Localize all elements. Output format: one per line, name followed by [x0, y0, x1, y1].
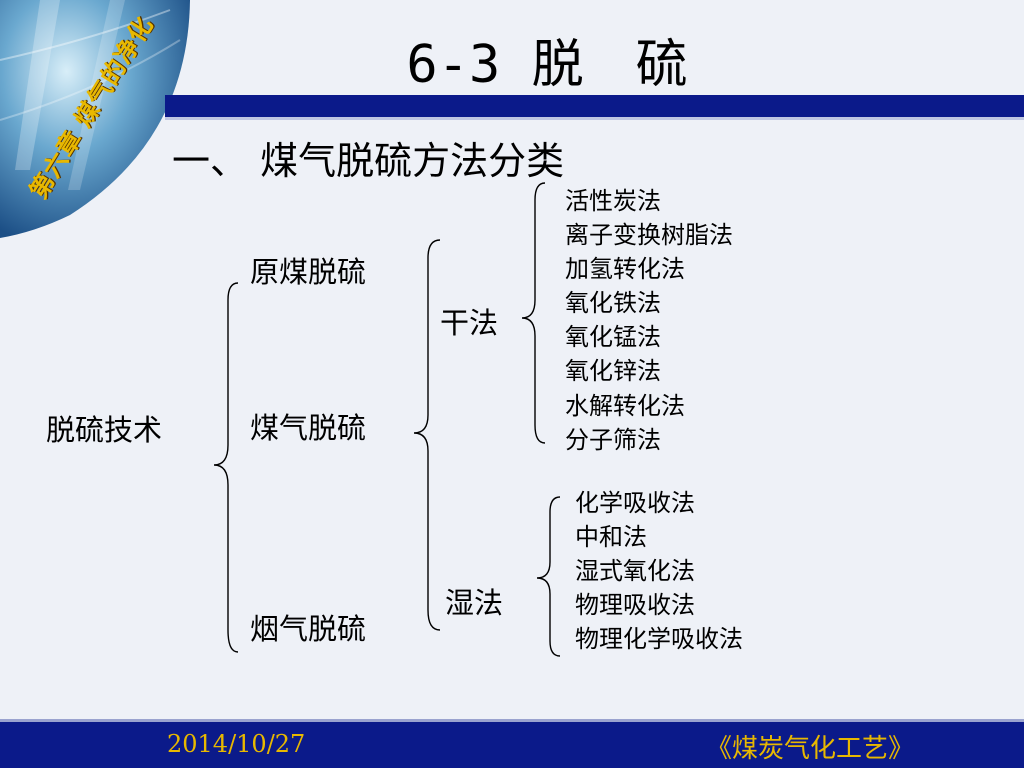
list-item: 分子筛法 — [565, 426, 661, 454]
page-title: 6-3 脱 硫 — [406, 35, 688, 95]
list-item: 物理化学吸收法 — [575, 625, 743, 653]
tree-node-coal-gas: 煤气脱硫 — [250, 411, 367, 445]
dry-brace — [521, 182, 546, 444]
list-item: 物理吸收法 — [575, 591, 695, 619]
header-bar — [165, 95, 1024, 117]
gas-brace — [413, 239, 441, 631]
list-item: 氧化锌法 — [565, 357, 661, 385]
list-item: 加氢转化法 — [565, 255, 685, 283]
tree-node-flue-gas: 烟气脱硫 — [250, 612, 367, 646]
list-item: 化学吸收法 — [575, 489, 695, 517]
list-item: 水解转化法 — [565, 392, 685, 420]
section-heading: 一、 煤气脱硫方法分类 — [172, 139, 565, 183]
footer-book-title: 《煤炭气化工艺》 — [705, 734, 914, 764]
list-item: 氧化锰法 — [565, 323, 661, 351]
tree-root: 脱硫技术 — [46, 413, 163, 447]
tree-node-raw-coal: 原煤脱硫 — [250, 255, 367, 289]
list-item: 活性炭法 — [565, 187, 661, 215]
list-item: 中和法 — [575, 523, 647, 551]
list-item: 氧化铁法 — [565, 289, 661, 317]
footer-bar-line — [0, 719, 1024, 722]
footer-date: 2014/10/27 — [167, 730, 306, 758]
list-item: 湿式氧化法 — [575, 557, 695, 585]
header-bar-line — [165, 117, 1024, 120]
root-brace — [213, 282, 239, 653]
list-item: 离子变换树脂法 — [565, 221, 733, 249]
tree-node-dry: 干法 — [440, 306, 499, 340]
footer-bar — [0, 722, 1024, 768]
corner-decoration — [0, 0, 190, 238]
wet-brace — [536, 496, 561, 657]
tree-node-wet: 湿法 — [445, 586, 504, 620]
